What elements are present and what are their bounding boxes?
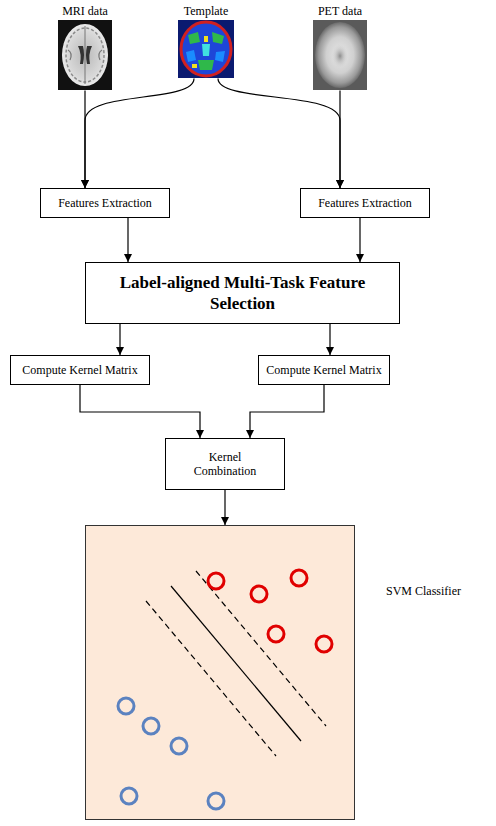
flow-arrow <box>339 90 340 188</box>
process-box: Compute Kernel Matrix <box>10 355 150 385</box>
process-box: Features Extraction <box>300 188 430 218</box>
flow-arrow <box>80 385 200 438</box>
image-label: Template <box>184 4 228 18</box>
template-image-node: Template <box>178 4 234 78</box>
box-label: Compute Kernel Matrix <box>22 363 137 377</box>
image-label: MRI data <box>62 4 108 18</box>
box-label: Features Extraction <box>58 196 152 210</box>
mri-image <box>58 20 112 90</box>
box-label: Kernel Combination <box>185 450 265 479</box>
flow-arrow <box>85 78 194 188</box>
image-label: PET data <box>318 4 362 18</box>
process-box: Kernel Combination <box>165 438 285 490</box>
box-label: Features Extraction <box>318 196 412 210</box>
mri-image-node: MRI data <box>58 4 112 90</box>
classifier-panel: SVM Classifier <box>85 525 355 820</box>
pet-image <box>313 20 367 90</box>
box-label: Label-aligned Multi-Task Feature Selecti… <box>118 272 368 315</box>
flow-arrow <box>329 324 330 355</box>
box-label: Compute Kernel Matrix <box>266 363 381 377</box>
panel-label: SVM Classifier <box>386 584 461 598</box>
flow-arrow <box>224 490 225 525</box>
svm-illustration <box>86 526 356 821</box>
flow-arrow <box>359 218 360 262</box>
process-box: Features Extraction <box>40 188 170 218</box>
process-box: Label-aligned Multi-Task Feature Selecti… <box>85 262 400 324</box>
flow-arrow <box>119 324 120 355</box>
flow-arrow <box>218 78 340 188</box>
flow-arrow <box>127 218 128 262</box>
flow-arrow <box>250 385 324 438</box>
template-image <box>178 20 234 78</box>
pet-image-node: PET data <box>313 4 367 90</box>
process-box: Compute Kernel Matrix <box>258 355 390 385</box>
